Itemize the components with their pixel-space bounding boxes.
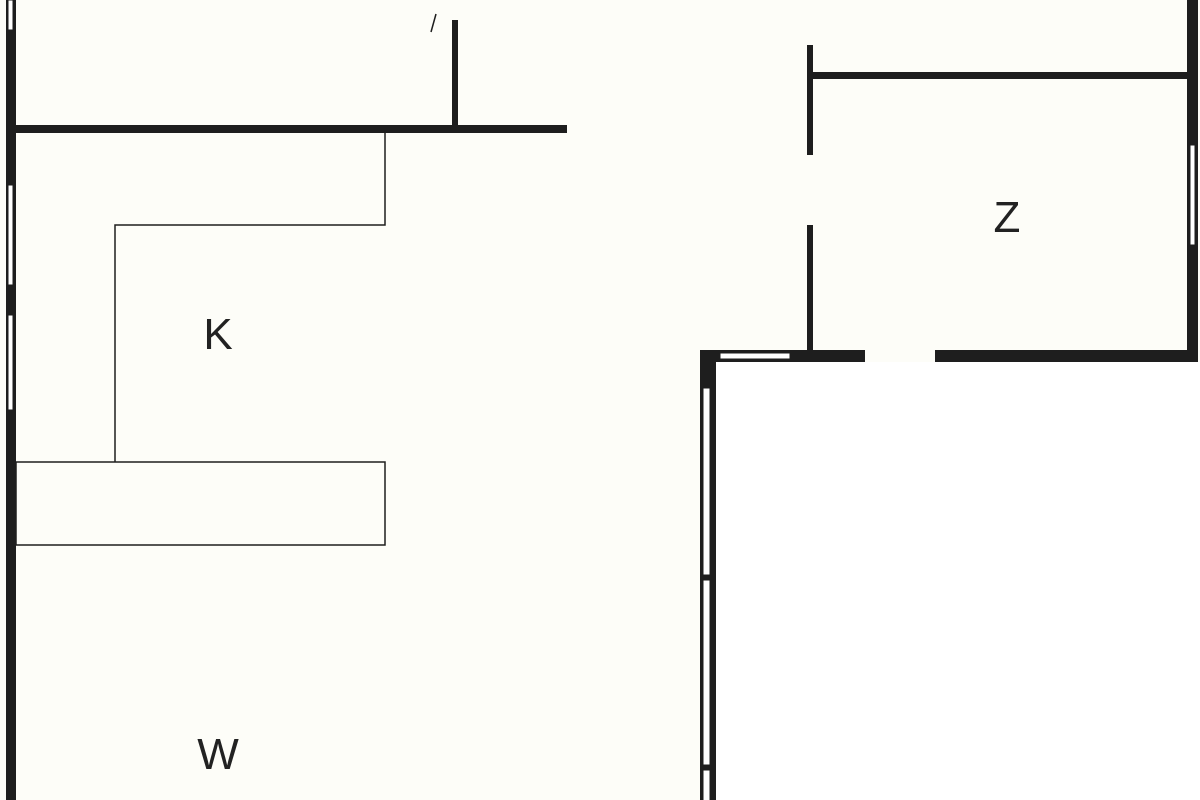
- z-wall-lower: [807, 225, 813, 352]
- window: [1189, 144, 1196, 246]
- room-label-w: W: [197, 730, 239, 779]
- z-bottom-wall-right: [935, 350, 1198, 362]
- exterior-area: [716, 362, 1200, 800]
- window: [7, 184, 14, 286]
- window: [7, 0, 14, 31]
- window: [7, 314, 14, 411]
- window: [702, 387, 711, 576]
- partition-wall: [452, 20, 458, 125]
- z-wall-upper: [807, 45, 813, 155]
- door-swing-mark: [430, 13, 437, 33]
- top-left-wall: [16, 125, 567, 133]
- window: [702, 579, 711, 766]
- room-label-z: Z: [993, 193, 1021, 242]
- kitchen-counter-outline: [114, 133, 386, 462]
- window: [702, 769, 711, 800]
- z-top-wall: [813, 72, 1187, 79]
- room-label-k: K: [203, 310, 233, 359]
- kitchen-island: [15, 461, 386, 546]
- window: [719, 352, 791, 360]
